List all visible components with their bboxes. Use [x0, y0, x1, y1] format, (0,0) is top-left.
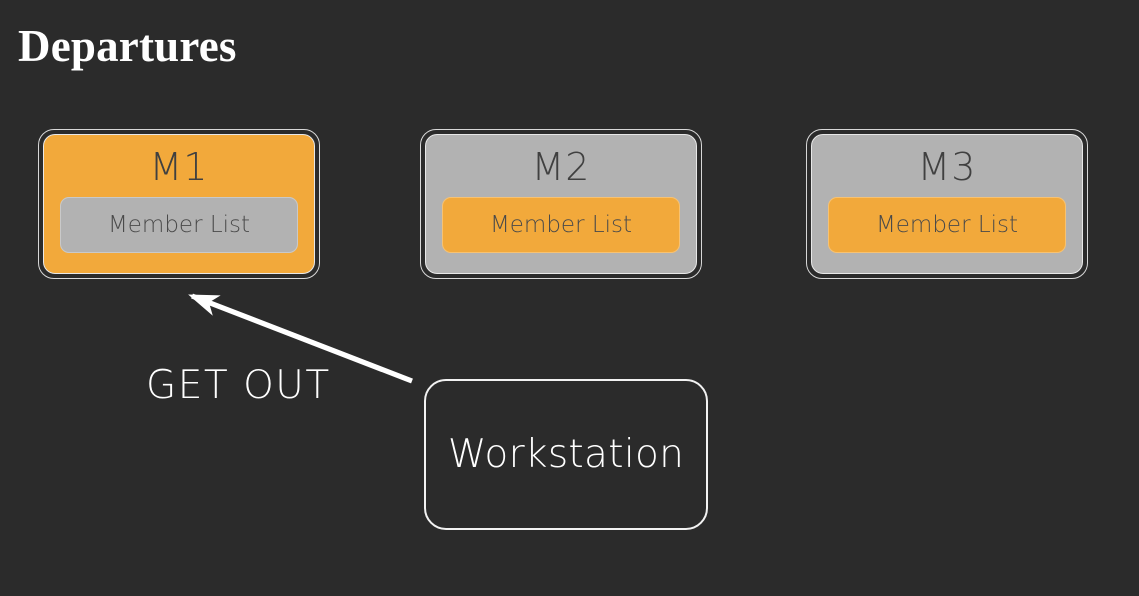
member-list-m2[interactable]: Member List [442, 197, 680, 253]
member-card-m1-title: M1 [149, 145, 209, 189]
member-card-m2[interactable]: M2 Member List [420, 129, 702, 279]
member-list-m3[interactable]: Member List [828, 197, 1066, 253]
member-card-m1[interactable]: M1 Member List [38, 129, 320, 279]
member-card-m3-title: M3 [917, 145, 977, 189]
member-list-m3-label: Member List [875, 212, 1019, 238]
member-card-m3-body: M3 Member List [811, 134, 1083, 274]
workstation-label: Workstation [447, 431, 685, 477]
workstation-node[interactable]: Workstation [424, 379, 708, 530]
member-list-m1-label: Member List [107, 212, 251, 238]
member-list-m1[interactable]: Member List [60, 197, 298, 253]
arrow-label-get-out: GET OUT [146, 363, 331, 408]
member-card-m2-title: M2 [531, 145, 591, 189]
member-card-m2-body: M2 Member List [425, 134, 697, 274]
page-title: Departures [18, 21, 237, 71]
member-card-m3[interactable]: M3 Member List [806, 129, 1088, 279]
member-list-m2-label: Member List [489, 212, 633, 238]
member-card-m1-body: M1 Member List [43, 134, 315, 274]
